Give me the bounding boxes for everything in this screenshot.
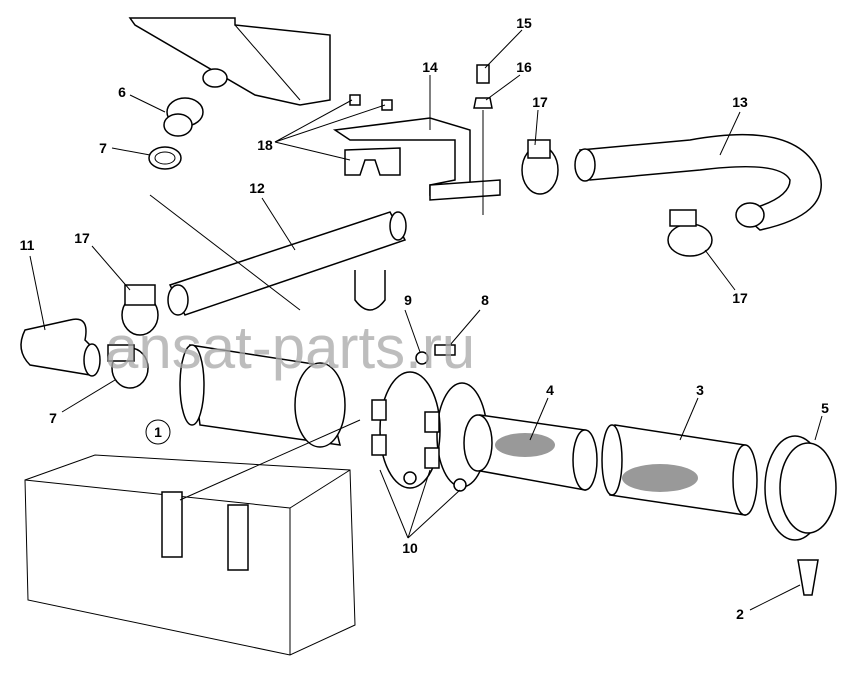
callout-5: 5 xyxy=(821,400,829,416)
clamp-17-top xyxy=(521,139,559,195)
clamp-7-bottom xyxy=(107,344,149,389)
callout-18: 18 xyxy=(257,137,273,153)
callout-2: 2 xyxy=(736,606,744,622)
callout-8: 8 xyxy=(481,292,489,308)
bolt-8-nut-9 xyxy=(415,344,456,365)
watermark-text: ansat-parts.ru xyxy=(105,314,475,381)
callout-12: 12 xyxy=(249,180,265,196)
box-outline xyxy=(24,454,356,656)
callout-7-bottom: 7 xyxy=(49,410,57,426)
tube-13 xyxy=(574,134,822,231)
leader-lines xyxy=(29,29,823,611)
callout-4: 4 xyxy=(546,382,554,398)
hood-panel xyxy=(128,17,331,106)
callout-3: 3 xyxy=(696,382,704,398)
u-bolt xyxy=(354,270,386,311)
inner-filter-4 xyxy=(463,414,598,491)
callout-17-right: 17 xyxy=(732,290,748,306)
callout-9: 9 xyxy=(404,292,412,308)
callout-1: 1 xyxy=(154,424,162,440)
callout-17-top: 17 xyxy=(532,94,548,110)
outer-filter-3 xyxy=(601,424,758,516)
callout-10: 10 xyxy=(402,540,418,556)
clamp-17-left xyxy=(121,284,159,336)
callout-labels: 15 16 14 17 13 6 7 18 12 11 17 17 9 8 7 … xyxy=(20,15,830,622)
callout-17-left: 17 xyxy=(74,230,90,246)
callout-11: 11 xyxy=(20,237,35,253)
saddle-block-18 xyxy=(344,94,401,176)
callout-1-circle xyxy=(145,419,171,445)
callout-13: 13 xyxy=(732,94,748,110)
end-cap-5 xyxy=(764,435,837,541)
callout-15: 15 xyxy=(516,15,532,31)
tube-12 xyxy=(167,211,407,316)
clamp-7-top xyxy=(148,146,182,170)
callout-7-top: 7 xyxy=(99,140,107,156)
band-clamps-10 xyxy=(371,371,488,492)
dust-valve-2 xyxy=(797,559,819,596)
callout-16: 16 xyxy=(516,59,532,75)
inlet-adapter-6 xyxy=(163,68,228,137)
elbow-11 xyxy=(20,318,101,377)
bolt-15-nut-16 xyxy=(473,64,493,215)
clamp-17-right xyxy=(667,209,713,257)
callout-6: 6 xyxy=(118,84,126,100)
callout-14: 14 xyxy=(422,59,438,75)
inlet-housing xyxy=(179,344,346,448)
